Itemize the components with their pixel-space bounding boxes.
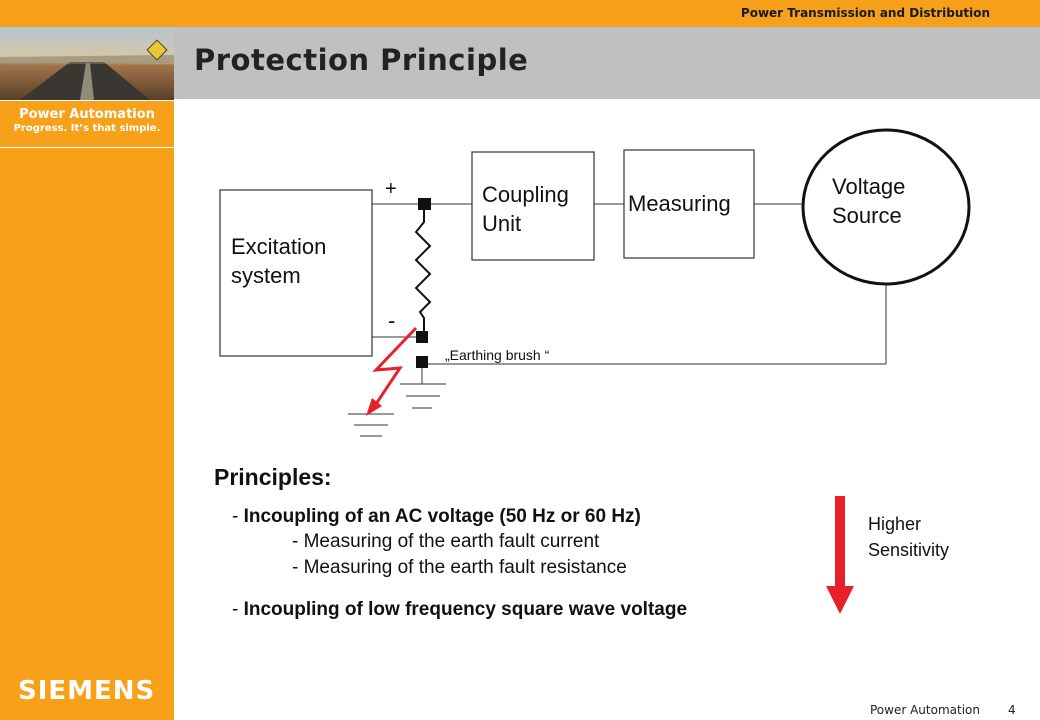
terminal-brush (416, 356, 428, 368)
sensitivity-arrow-icon (835, 496, 845, 588)
plus-label: + (385, 178, 397, 200)
siemens-logo: SIEMENS (18, 676, 156, 706)
voltage-label-1: Voltage (832, 174, 905, 199)
voltage-label-2: Source (832, 203, 902, 228)
tagline-subtitle: Progress. It’s that simple. (13, 123, 161, 134)
earthing-brush-label: „Earthing brush “ (445, 347, 550, 363)
dash-1: - (232, 506, 244, 527)
excitation-label-2: system (231, 263, 301, 288)
excitation-label-1: Excitation (231, 234, 326, 259)
excitation-system-box (219, 189, 373, 357)
coupling-label-2: Unit (482, 211, 521, 236)
header-photo (0, 27, 174, 100)
minus-label: - (388, 308, 395, 333)
earth-fault-lightning-icon (370, 326, 418, 411)
page-number: 4 (1008, 703, 1016, 717)
principle-item-2-text: Incoupling of low frequency square wave … (243, 599, 688, 620)
top-bar (0, 0, 1040, 27)
coupling-label-1: Coupling (482, 182, 569, 207)
dash-2: - (232, 599, 244, 620)
principle-item-2: - Incoupling of low frequency square wav… (232, 599, 687, 621)
sensitivity-label-2: Sensitivity (868, 540, 950, 560)
principle-item-1-text: Incoupling of an AC voltage (50 Hz or 60… (243, 506, 641, 527)
principle-sub-2: - Measuring of the earth fault resistanc… (292, 557, 627, 578)
road-image (0, 39, 174, 100)
footer-label: Power Automation (870, 703, 980, 717)
terminal-minus (416, 331, 428, 343)
coupling-unit-box (471, 151, 595, 261)
rotor-winding-icon (414, 210, 432, 331)
terminal-plus (418, 198, 431, 210)
tagline-title: Power Automation (19, 107, 155, 122)
sensitivity-label-1: Higher (868, 514, 922, 534)
principles-heading: Principles: (214, 464, 332, 490)
tagline-box: Power Automation Progress. It’s that sim… (0, 100, 174, 148)
title-band: Protection Principle (174, 27, 1040, 99)
principle-sub-1: - Measuring of the earth fault current (292, 531, 600, 552)
principle-item-1: - Incoupling of an AC voltage (50 Hz or … (232, 506, 641, 528)
header-org: Power Transmission and Distribution (740, 6, 990, 20)
measuring-label: Measuring (628, 191, 731, 216)
page-title: Protection Principle (194, 43, 529, 77)
